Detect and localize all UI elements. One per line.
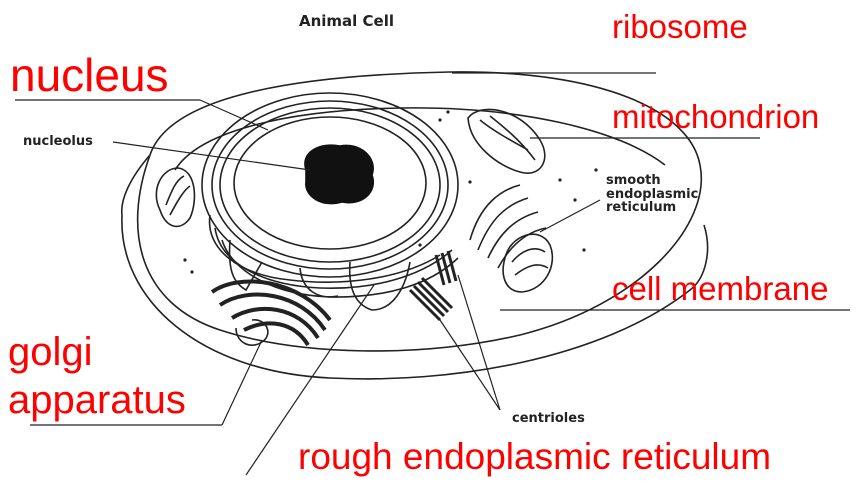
rough-er-fold <box>215 228 452 288</box>
rough-er-label: rough endoplasmic reticulum <box>298 438 771 475</box>
mitochondrion-left-cristae <box>166 176 190 215</box>
mitochondrion-right-cristae <box>512 249 548 275</box>
smooth-er <box>470 185 546 268</box>
mitochondrion <box>468 109 545 173</box>
smooth-er-leader <box>540 200 600 232</box>
mitochondrion-right <box>503 234 552 292</box>
nucleolus-label: nucleolus <box>23 135 93 149</box>
cell-membrane-label: cell membrane <box>612 272 828 305</box>
nucleolus-leader <box>113 142 310 170</box>
nucleus-leader-angle <box>200 100 268 130</box>
smooth-er-label: smooth endoplasmic reticulum <box>606 174 698 215</box>
ribosome-label: ribosome <box>612 10 748 43</box>
mitochondrion-label: mitochondrion <box>612 100 819 133</box>
centrioles <box>410 251 456 320</box>
cell-body-edge-left <box>122 155 150 215</box>
mitochondrion-left <box>156 168 194 226</box>
nucleolus <box>305 145 373 203</box>
smooth-er-label-line: smooth <box>606 174 698 188</box>
centrioles-leader-a <box>440 320 500 410</box>
golgi-label-line1: golgi <box>8 332 93 372</box>
golgi-vesicle <box>236 320 268 345</box>
centrioles-leader-b <box>458 275 500 410</box>
nucleus-label: nucleus <box>10 52 169 98</box>
centrioles-label: centrioles <box>512 412 585 426</box>
smooth-er-label-line: reticulum <box>606 201 698 215</box>
golgi-leader-angle <box>222 340 262 425</box>
diagram-title: Animal Cell <box>299 14 394 30</box>
golgi-label-line2: apparatus <box>8 380 186 420</box>
smooth-er-label-line: endoplasmic <box>606 188 698 202</box>
